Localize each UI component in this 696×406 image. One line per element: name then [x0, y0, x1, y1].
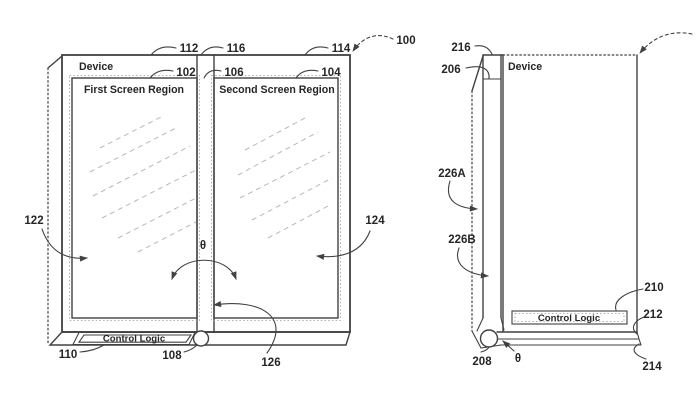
ref-216: 216	[451, 42, 470, 54]
ref-212: 212	[643, 309, 662, 321]
ref-114: 114	[332, 43, 351, 55]
ref-100: 100	[396, 35, 415, 47]
ref-124: 124	[365, 215, 385, 227]
ref-214: 214	[642, 361, 662, 373]
leader-lines-side	[448, 32, 693, 360]
ref-104: 104	[321, 67, 341, 79]
first-screen-region	[71, 77, 198, 319]
ref-208: 208	[472, 356, 492, 368]
device-side-edges	[47, 55, 351, 346]
ref-108: 108	[162, 350, 182, 362]
hinge-pivot-side	[479, 329, 499, 348]
control-logic-label-side: Control Logic	[538, 313, 601, 324]
first-screen-outline	[69, 75, 200, 321]
screen-glare-hatching	[89, 115, 333, 253]
device-label-side: Device	[508, 61, 542, 73]
screen-edge-strip	[471, 54, 505, 349]
ref-206: 206	[441, 64, 460, 76]
ref-102: 102	[176, 67, 195, 79]
leader-lines-front	[41, 35, 394, 354]
rotation-arc	[171, 259, 237, 280]
theta-symbol: θ	[200, 240, 206, 252]
device-label: Device	[79, 61, 113, 73]
control-logic-module-side	[511, 310, 628, 325]
ref-106: 106	[224, 67, 243, 79]
theta-symbol-side: θ	[515, 353, 521, 365]
bottom-edge-strips	[497, 331, 642, 346]
device-outline	[61, 54, 351, 333]
ref-226B: 226B	[448, 234, 476, 246]
hinge-pivot	[192, 330, 210, 347]
ref-112: 112	[180, 43, 199, 55]
ref-210: 210	[644, 282, 663, 294]
ref-126: 126	[261, 357, 280, 369]
ref-110: 110	[59, 349, 78, 361]
first-screen-label: First Screen Region	[84, 84, 184, 96]
figure-front-view: Device First Screen Region Second Screen…	[24, 35, 415, 369]
second-screen-outline	[211, 75, 341, 321]
ref-226A: 226A	[438, 168, 466, 180]
control-logic-module	[72, 331, 196, 346]
figure-side-view: Device Control Logic θ 216 206 226A 226B…	[438, 32, 693, 373]
control-logic-label: Control Logic	[103, 334, 166, 345]
second-screen-label: Second Screen Region	[219, 84, 334, 96]
ref-116: 116	[227, 43, 246, 55]
second-screen-region	[213, 77, 339, 319]
ref-122: 122	[24, 215, 43, 227]
device-body-side	[496, 54, 638, 333]
